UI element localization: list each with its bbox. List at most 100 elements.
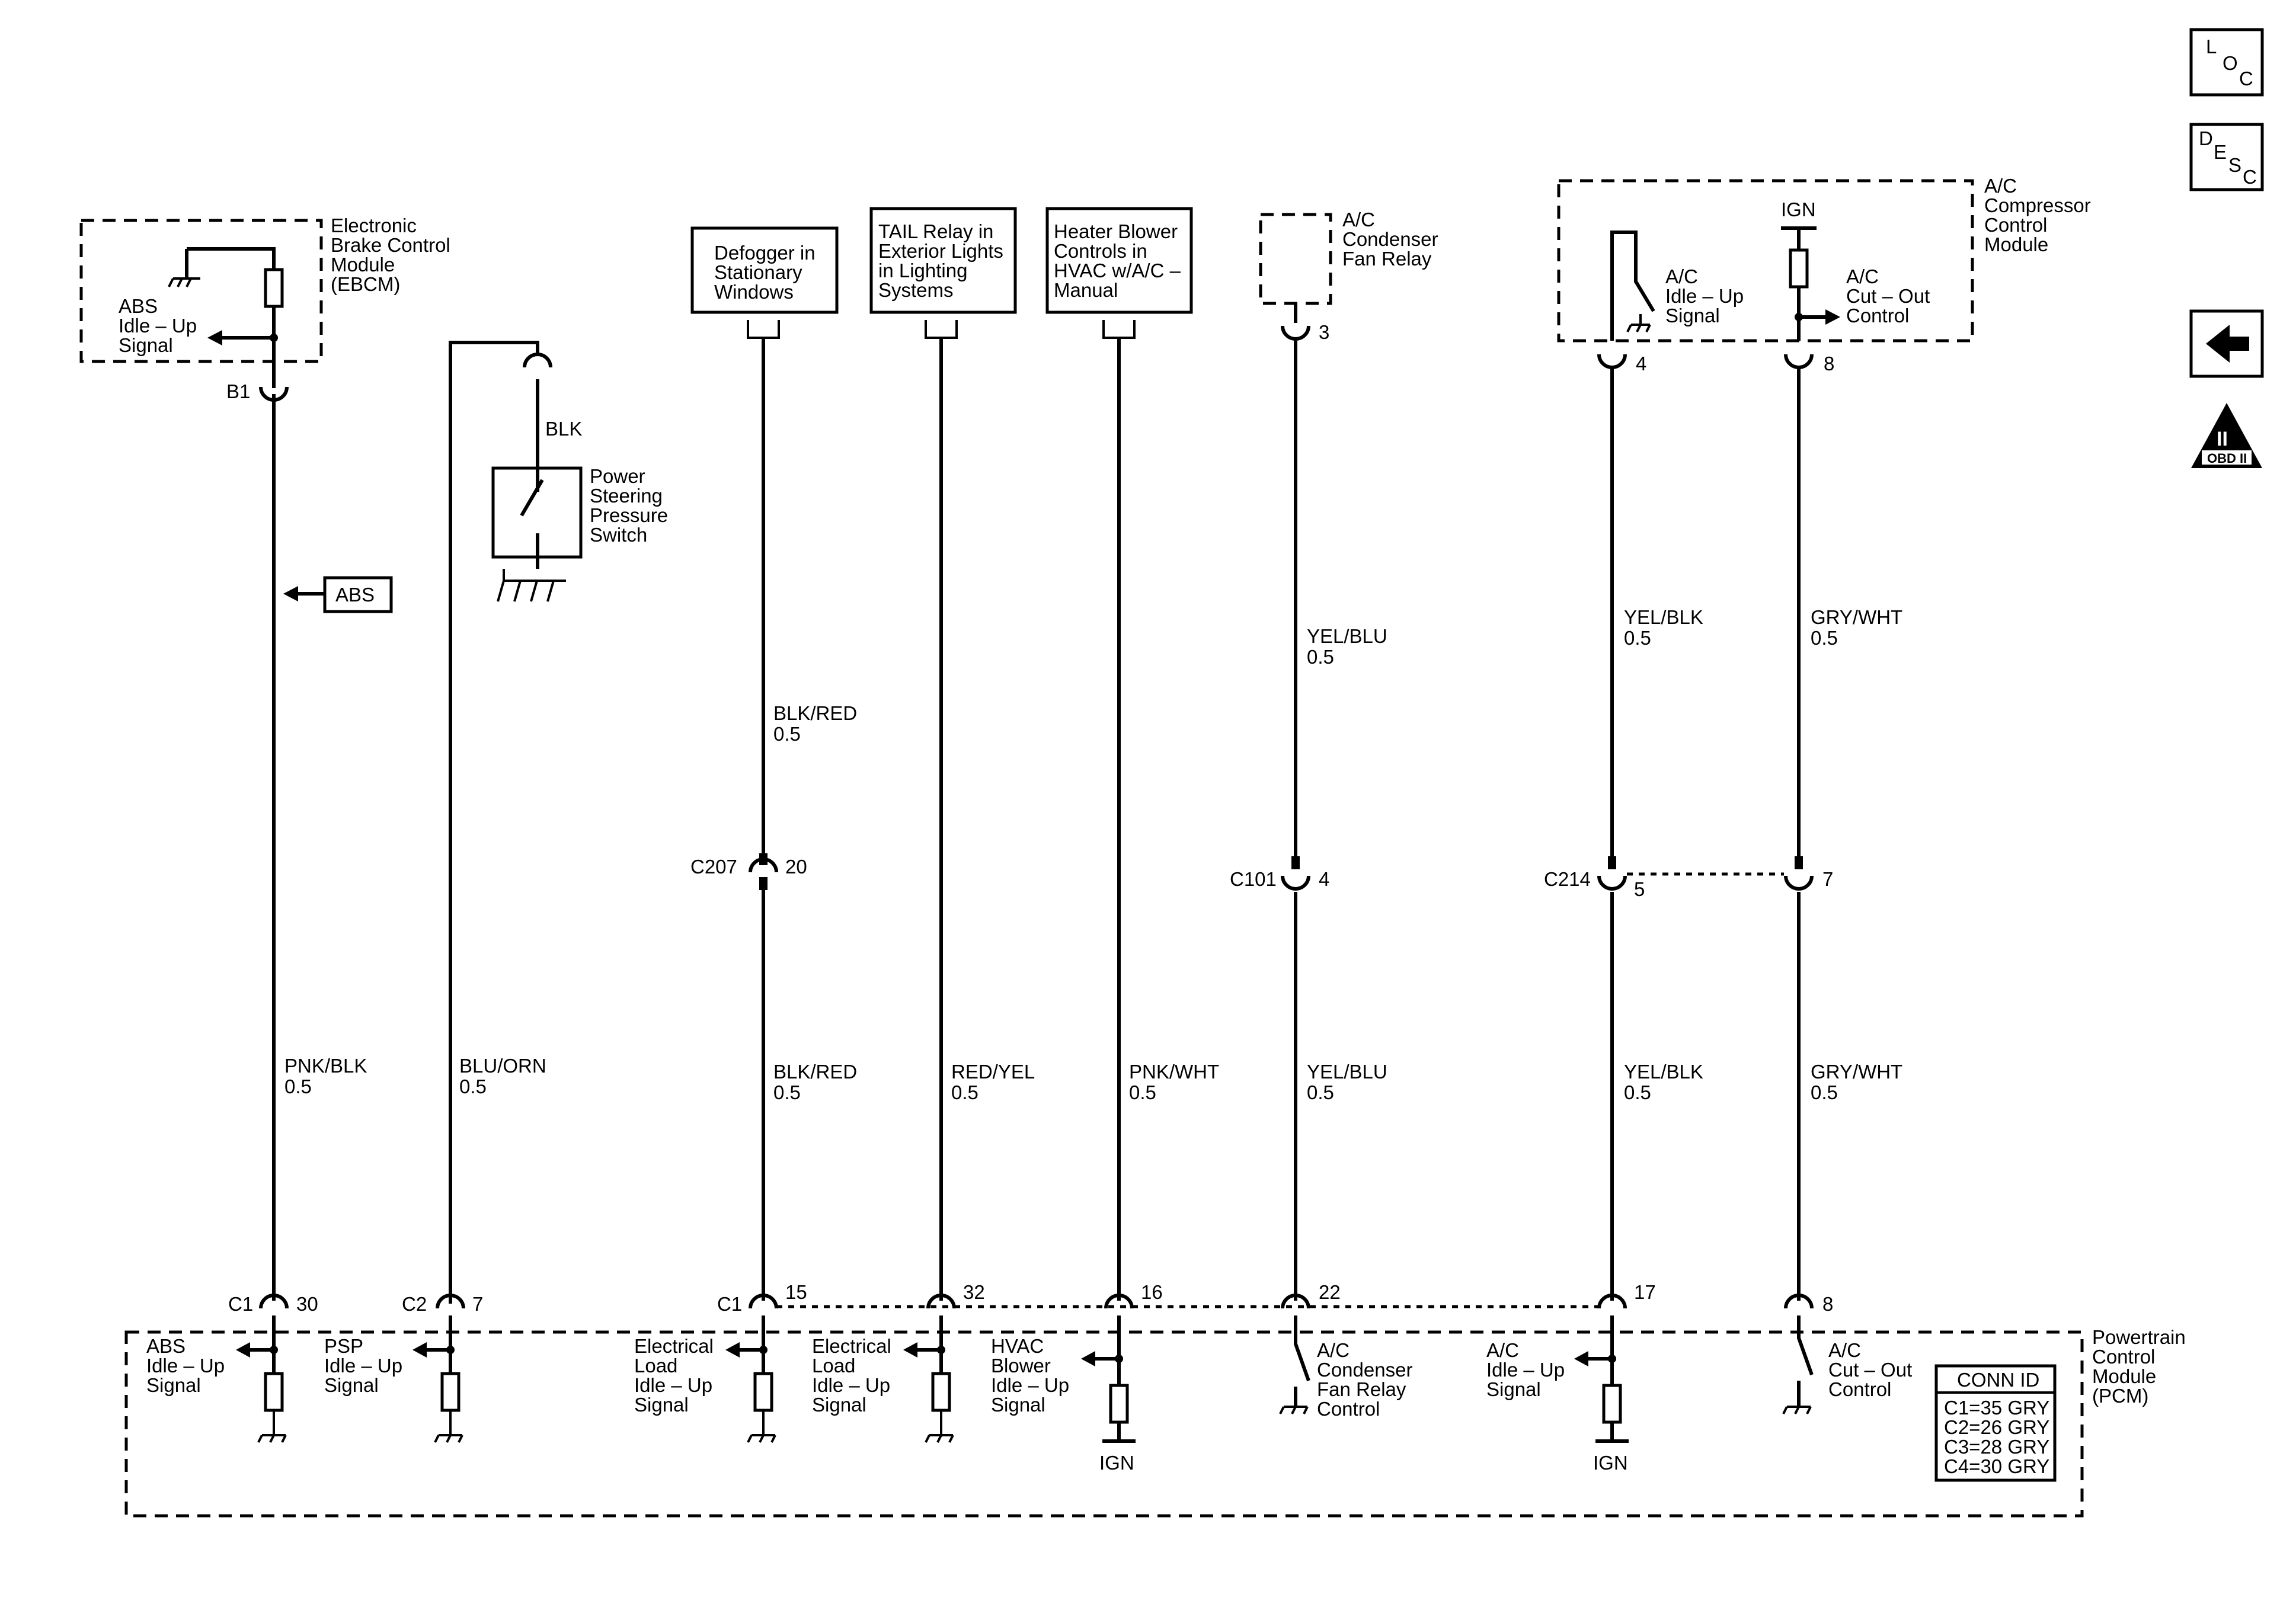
pcm-c2-label: C2 — [402, 1293, 427, 1315]
pcm-connector-row — [259, 1294, 1814, 1309]
obd-ii-icon[interactable]: II OBD II — [2191, 403, 2262, 468]
desc-icon[interactable]: D E S C — [2189, 123, 2264, 191]
tail-line-2: Exterior Lights — [878, 240, 1003, 262]
comp-b-upper-gauge: 0.5 — [1811, 627, 1838, 649]
relay-pin: 3 — [1319, 321, 1329, 343]
defogger-upper-color: BLK/RED — [773, 702, 857, 724]
pcm-resistor-icon — [440, 1372, 461, 1412]
pcm-sig-7-l2: Idle – Up — [1486, 1359, 1565, 1381]
pcm-module: Powertrain Control Module (PCM) C1 30 C2… — [124, 1281, 2186, 1518]
pcm-circuit-8 — [1782, 1315, 1814, 1414]
lower-wire-2-color: BLU/ORN — [459, 1055, 546, 1077]
lower-wire-5-color: PNK/WHT — [1129, 1061, 1219, 1083]
desc-letter-s: S — [2228, 154, 2241, 176]
pcm-sig-2-l3: Signal — [324, 1374, 379, 1396]
loc-letter-l: L — [2206, 36, 2217, 57]
pcm-ign-2: IGN — [1593, 1452, 1628, 1474]
c214-id: C214 — [1544, 868, 1591, 890]
pcm-sig-3-l1: Electrical — [634, 1335, 714, 1357]
pcm-sig-3-l3: Idle – Up — [634, 1374, 712, 1396]
c214-pin-a: 5 — [1634, 878, 1645, 900]
psp-title-1: Power — [590, 465, 645, 487]
comp-a-upper-color: YEL/BLK — [1624, 606, 1703, 628]
pcm-arrow-icon — [903, 1342, 917, 1358]
pcm-circuit-5: IGN — [1081, 1315, 1136, 1474]
c101-id: C101 — [1230, 868, 1277, 890]
relay-title-3: Fan Relay — [1342, 248, 1432, 270]
lower-wire-6-color: YEL/BLU — [1307, 1061, 1387, 1083]
obd-label: OBD II — [2207, 451, 2247, 466]
abs-tag[interactable]: ABS — [283, 576, 393, 613]
comp-a-upper-gauge: 0.5 — [1624, 627, 1651, 649]
circuit-wires — [272, 338, 1801, 1301]
lower-wire-1-color: PNK/BLK — [284, 1055, 367, 1077]
relay-connector-icon — [1281, 325, 1310, 341]
pcm-resistor-icon — [264, 1372, 284, 1412]
conn-id-table: CONN ID C1=35 GRY C2=26 GRY C3=28 GRY C4… — [1934, 1364, 2057, 1482]
pcm-sig-1-l2: Idle – Up — [146, 1355, 225, 1377]
pcm-title-2: Control — [2092, 1346, 2155, 1368]
heater-line-2: Controls in — [1054, 240, 1147, 262]
inline-connectors: C207 20 C101 4 C214 5 7 — [690, 853, 1833, 900]
comp-cutout-1: A/C — [1846, 265, 1879, 287]
comp-idle-2: Idle – Up — [1665, 285, 1744, 307]
pcm-sig-8-l1: A/C — [1828, 1339, 1861, 1361]
pcm-ground-icon — [1279, 1406, 1309, 1414]
comp-cutout-2: Cut – Out — [1846, 285, 1930, 307]
pcm-sig-7-l1: A/C — [1486, 1339, 1519, 1361]
ebcm-signal-3: Signal — [119, 334, 173, 356]
lower-wire-1-gauge: 0.5 — [284, 1076, 312, 1097]
pcm-pin-7: 7 — [472, 1293, 483, 1315]
condenser-fan-relay[interactable]: A/C Condenser Fan Relay 3 — [1259, 209, 1438, 343]
tail-line-3: in Lighting — [878, 260, 967, 281]
heater-blower-source[interactable]: Heater Blower Controls in HVAC w/A/C – M… — [1045, 207, 1193, 339]
loc-icon[interactable]: L O C — [2189, 28, 2264, 97]
pcm-sig-2-l1: PSP — [324, 1335, 363, 1357]
comp-pin-a: 4 — [1636, 353, 1646, 375]
obd-roman: II — [2217, 428, 2228, 450]
psp-title-2: Steering — [590, 485, 663, 507]
conn-id-header: CONN ID — [1957, 1369, 2039, 1391]
pcm-circuit-2 — [412, 1315, 463, 1443]
lower-wire-labels: PNK/BLK 0.5 BLU/ORN 0.5 BLK/RED 0.5 RED/… — [284, 1055, 1902, 1103]
tail-relay-source[interactable]: TAIL Relay in Exterior Lights in Lightin… — [869, 207, 1017, 339]
comp-cutout-arrow-icon — [1825, 309, 1840, 325]
pcm-resistor-icon — [1109, 1384, 1129, 1424]
pcm-sig-5-l1: HVAC — [991, 1335, 1044, 1357]
tail-line-1: TAIL Relay in — [878, 220, 993, 242]
pcm-title-4: (PCM) — [2092, 1385, 2148, 1407]
pcm-pin-16: 16 — [1141, 1281, 1163, 1303]
psp-connector-icon — [523, 353, 552, 368]
pcm-circuit-4 — [903, 1315, 954, 1443]
pcm-sig-5-l4: Signal — [991, 1394, 1045, 1416]
lower-wire-8-gauge: 0.5 — [1811, 1081, 1838, 1103]
comp-idle-1: A/C — [1665, 265, 1698, 287]
defogger-upper-gauge: 0.5 — [773, 723, 801, 745]
c101-pin: 4 — [1319, 868, 1329, 890]
pcm-resistor-icon — [1602, 1384, 1622, 1424]
pcm-c1-label-b: C1 — [717, 1293, 742, 1315]
pcm-sig-3-l4: Signal — [634, 1394, 689, 1416]
pcm-sig-1-l1: ABS — [146, 1335, 186, 1357]
pcm-arrow-icon — [725, 1342, 740, 1358]
pcm-sig-3-l2: Load — [634, 1355, 677, 1377]
conn-id-row-1: C1=35 GRY — [1944, 1397, 2049, 1419]
pcm-ground-icon — [747, 1410, 776, 1443]
comp-b-upper-color: GRY/WHT — [1811, 606, 1902, 628]
pcm-sig-1-l3: Signal — [146, 1374, 201, 1396]
comp-cutout-3: Control — [1846, 305, 1909, 327]
ebcm-ground-icon — [168, 277, 200, 287]
back-arrow-icon[interactable] — [2189, 309, 2264, 378]
condenser-upper-color: YEL/BLU — [1307, 625, 1387, 647]
comp-title-4: Module — [1984, 233, 2048, 255]
pcm-resistor-icon — [753, 1372, 773, 1412]
desc-letter-d: D — [2199, 127, 2213, 149]
pcm-circuit-1 — [236, 1315, 287, 1443]
abs-tag-label: ABS — [335, 584, 375, 606]
comp-resistor-icon — [1789, 248, 1809, 289]
heater-line-4: Manual — [1054, 279, 1118, 301]
c207-pin: 20 — [785, 856, 807, 878]
defogger-source[interactable]: Defogger in Stationary Windows — [690, 226, 839, 339]
comp-idle-3: Signal — [1665, 305, 1720, 327]
pcm-ground-icon — [1782, 1406, 1812, 1414]
